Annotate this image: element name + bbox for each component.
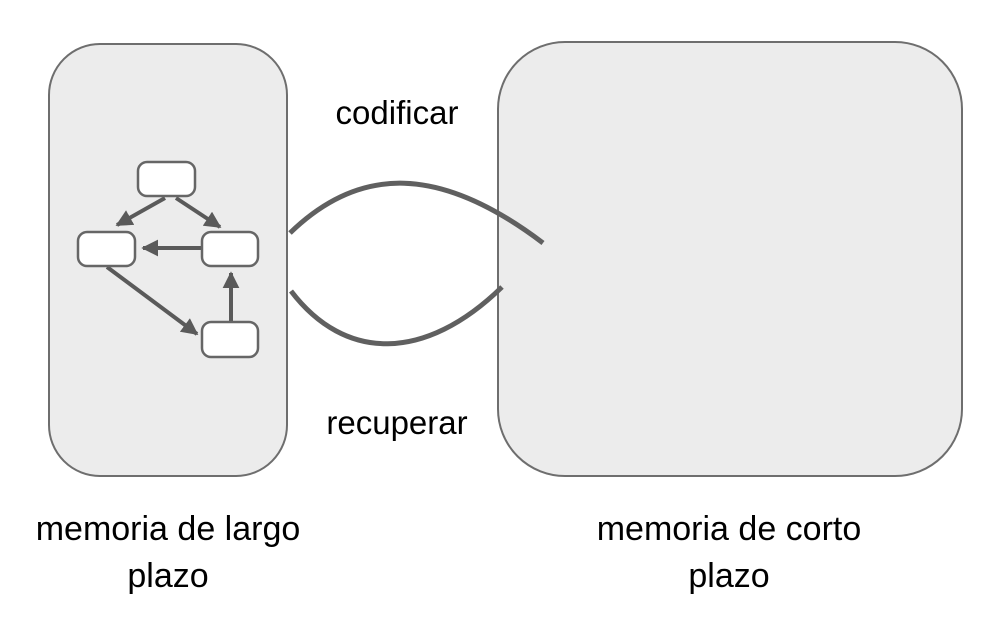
edge-top-to-right-arrow — [174, 196, 222, 229]
encode-label: codificar — [335, 94, 459, 131]
short-term-caption-line2: plazo — [688, 557, 770, 595]
edge-top-to-left-arrow — [115, 196, 166, 227]
long-term-memory-caption: memoria de largo plazo — [0, 506, 336, 600]
retrieve-label: recuperar — [326, 404, 468, 441]
edge-left-to-bottom-arrow — [105, 265, 199, 336]
network-node-left — [76, 230, 137, 268]
encode-connector-curve — [288, 180, 545, 245]
retrieve-connector-curve — [289, 285, 504, 347]
short-term-memory-caption: memoria de corto plazo — [559, 506, 899, 600]
long-term-caption-line1: memoria de largo — [35, 510, 301, 548]
short-term-caption-line1: memoria de corto — [596, 510, 862, 548]
network-node-right — [200, 230, 260, 268]
long-term-caption-line2: plazo — [127, 557, 209, 595]
short-term-memory-box — [497, 41, 963, 477]
network-node-top — [136, 160, 197, 198]
network-node-bottom — [200, 320, 260, 359]
